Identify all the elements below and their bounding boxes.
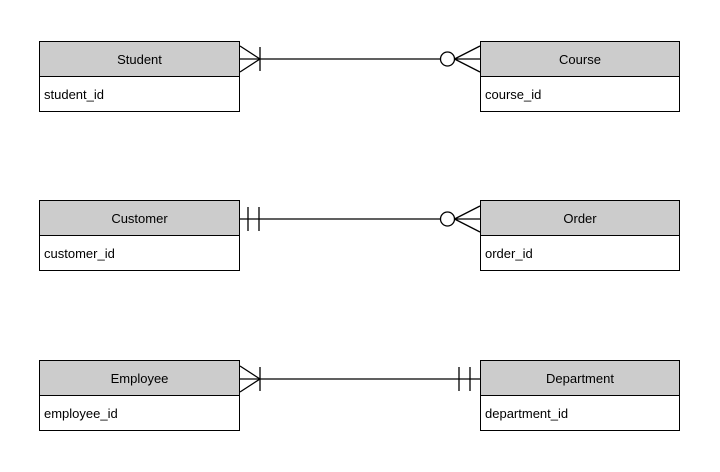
entity-customer[interactable]: Customer customer_id <box>39 200 240 271</box>
crows-foot-many-icon <box>239 365 261 393</box>
connector-employee-department[interactable] <box>239 365 480 393</box>
entity-employee-attribute: employee_id <box>44 405 118 421</box>
cardinality-zero-circle-icon <box>439 51 456 67</box>
entity-student-title: Student <box>40 42 239 77</box>
entity-customer-title: Customer <box>40 201 239 236</box>
entity-order-title: Order <box>481 201 679 236</box>
entity-student-attribute: student_id <box>44 86 104 102</box>
crows-foot-many-icon <box>454 45 481 73</box>
crows-foot-many-icon <box>454 205 481 233</box>
entity-order[interactable]: Order order_id <box>480 200 680 271</box>
cardinality-zero-circle-icon <box>439 211 456 227</box>
entity-employee-title: Employee <box>40 361 239 396</box>
entity-course[interactable]: Course course_id <box>480 41 680 112</box>
entity-customer-attribute: customer_id <box>44 245 115 261</box>
entity-course-attribute: course_id <box>485 86 542 102</box>
connector-customer-order[interactable] <box>240 205 481 233</box>
cardinality-exactly-one-bars-icon <box>247 207 260 231</box>
entity-order-attribute: order_id <box>485 245 533 261</box>
entity-student[interactable]: Student student_id <box>39 41 240 112</box>
entity-department-attribute: department_id <box>485 405 569 421</box>
entity-department-title: Department <box>481 361 679 396</box>
cardinality-exactly-one-bars-icon <box>458 367 471 391</box>
connector-student-course[interactable] <box>239 45 481 73</box>
entity-course-title: Course <box>481 42 679 77</box>
entity-employee[interactable]: Employee employee_id <box>39 360 240 431</box>
entity-department[interactable]: Department department_id <box>480 360 680 431</box>
crows-foot-many-icon <box>239 45 261 73</box>
